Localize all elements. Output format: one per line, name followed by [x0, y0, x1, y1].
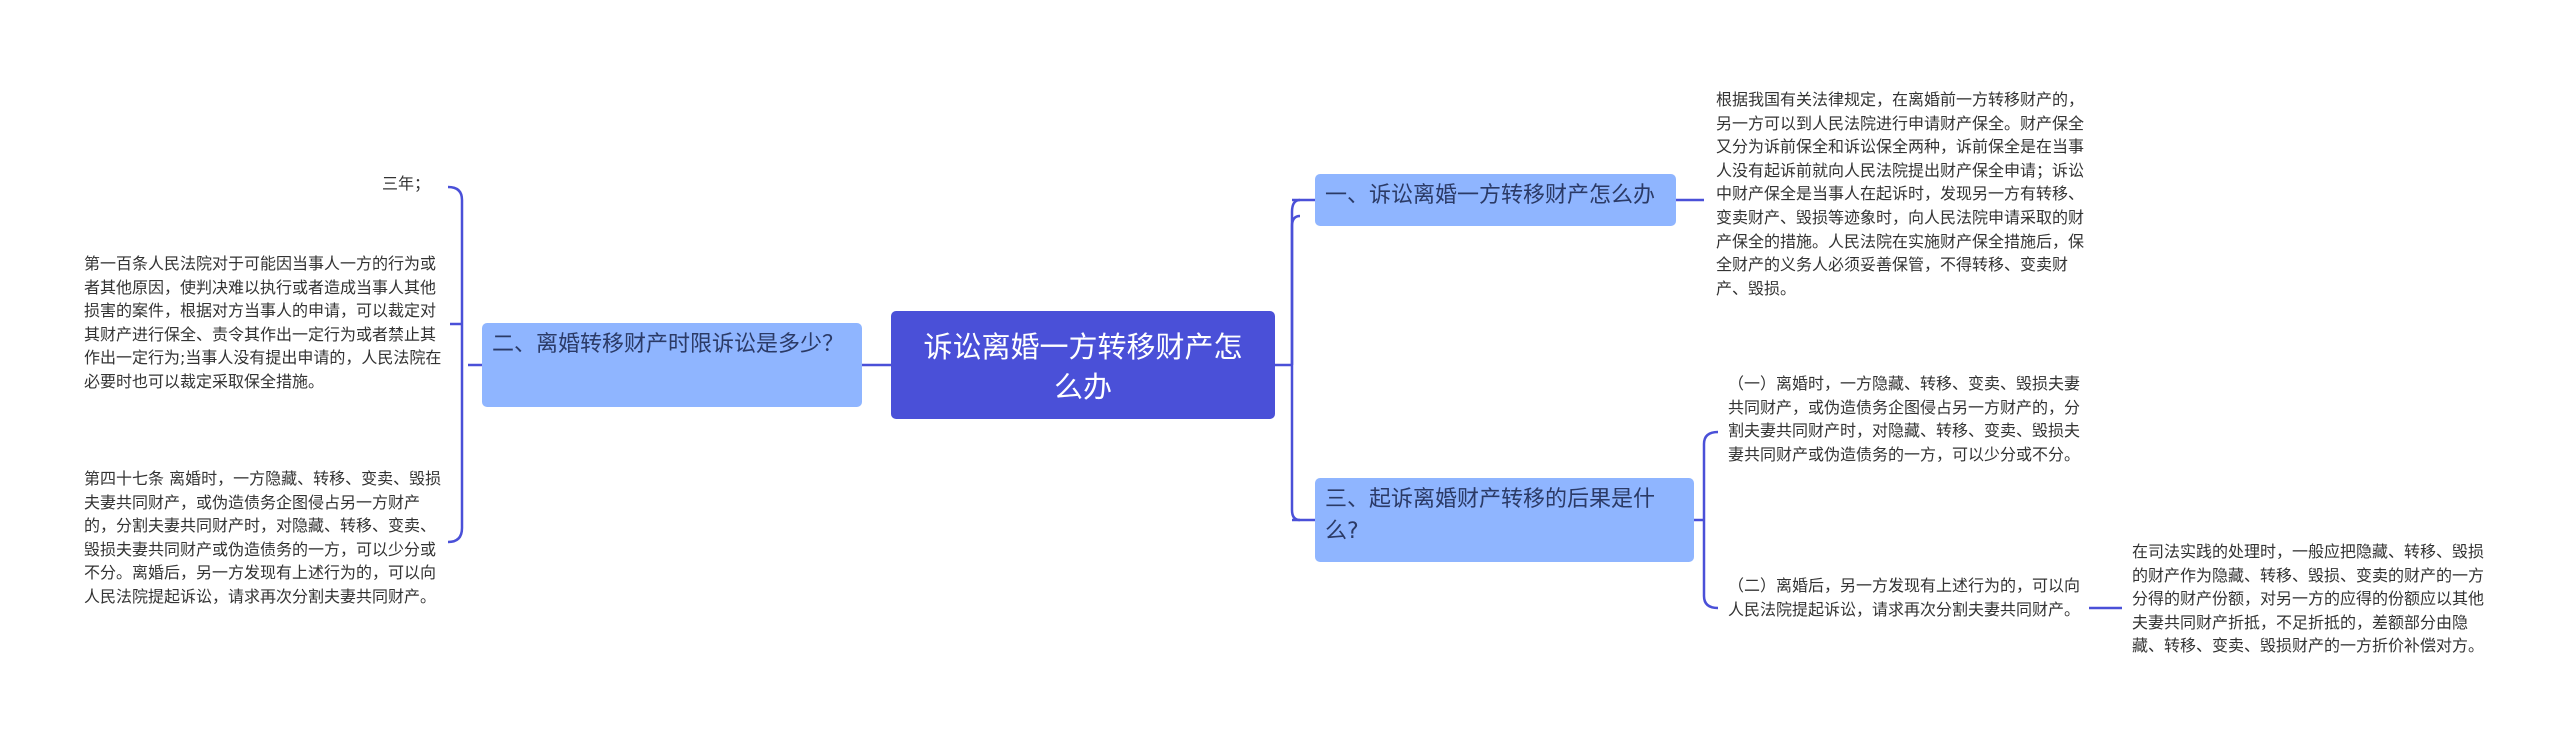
branch-right-1-label: 一、诉讼离婚一方转移财产怎么办 [1325, 183, 1656, 208]
left-leaf-1-text: 三年； [381, 174, 430, 193]
left-leaf-3: 第四十七条 离婚时，一方隐藏、转移、变卖、毁损夫妻共同财产，或伪造债务企图侵占另… [84, 467, 444, 609]
branch-right-3-subitem-text: 在司法实践的处理时，一般应把隐藏、转移、毁损的财产作为隐藏、转移、毁损、变卖的财… [2132, 542, 2485, 656]
left-leaf-2-text: 第一百条人民法院对于可能因当事人一方的行为或者其他原因，使判决难以执行或者造成当… [84, 254, 442, 391]
branch-right-3-item-1-text: （一）离婚时，一方隐藏、转移、变卖、毁损夫妻共同财产，或伪造债务企图侵占另一方财… [1728, 374, 2081, 464]
connector-right-b1 [1290, 198, 1301, 365]
branch-left-limitation[interactable]: 二、离婚转移财产时限诉讼是多少？ [482, 323, 862, 407]
branch-right-3-label: 三、起诉离婚财产转移的后果是什么? [1325, 487, 1656, 544]
central-topic[interactable]: 诉讼离婚一方转移财产怎么办 [891, 311, 1275, 419]
central-topic-label: 诉讼离婚一方转移财产怎么办 [923, 330, 1243, 404]
left-leaf-1: 三年； [300, 172, 430, 196]
left-leaf-2: 第一百条人民法院对于可能因当事人一方的行为或者其他原因，使判决难以执行或者造成当… [84, 252, 444, 394]
branch-right-1[interactable]: 一、诉讼离婚一方转移财产怎么办 [1315, 174, 1676, 226]
branch-right-3-item-2-text: （二）离婚后，另一方发现有上述行为的，可以向人民法院提起诉讼，请求再次分割夫妻共… [1728, 576, 2081, 619]
connector-b3-trunk [1702, 430, 1719, 610]
branch-right-3-item-1: （一）离婚时，一方隐藏、转移、变卖、毁损夫妻共同财产，或伪造债务企图侵占另一方财… [1728, 372, 2090, 466]
branch-right-1-detail: 根据我国有关法律规定，在离婚前一方转移财产的，另一方可以到人民法院进行申请财产保… [1716, 88, 2086, 300]
branch-right-1-detail-text: 根据我国有关法律规定，在离婚前一方转移财产的，另一方可以到人民法院进行申请财产保… [1716, 90, 2085, 298]
connector-left-trunk [447, 185, 464, 544]
branch-right-3[interactable]: 三、起诉离婚财产转移的后果是什么? [1315, 478, 1694, 562]
left-leaf-3-text: 第四十七条 离婚时，一方隐藏、转移、变卖、毁损夫妻共同财产，或伪造债务企图侵占另… [84, 469, 442, 606]
branch-left-label: 二、离婚转移财产时限诉讼是多少？ [492, 332, 845, 357]
branch-right-3-subitem: 在司法实践的处理时，一般应把隐藏、转移、毁损的财产作为隐藏、转移、毁损、变卖的财… [2132, 540, 2494, 658]
branch-right-3-item-2: （二）离婚后，另一方发现有上述行为的，可以向人民法院提起诉讼，请求再次分割夫妻共… [1728, 574, 2090, 621]
